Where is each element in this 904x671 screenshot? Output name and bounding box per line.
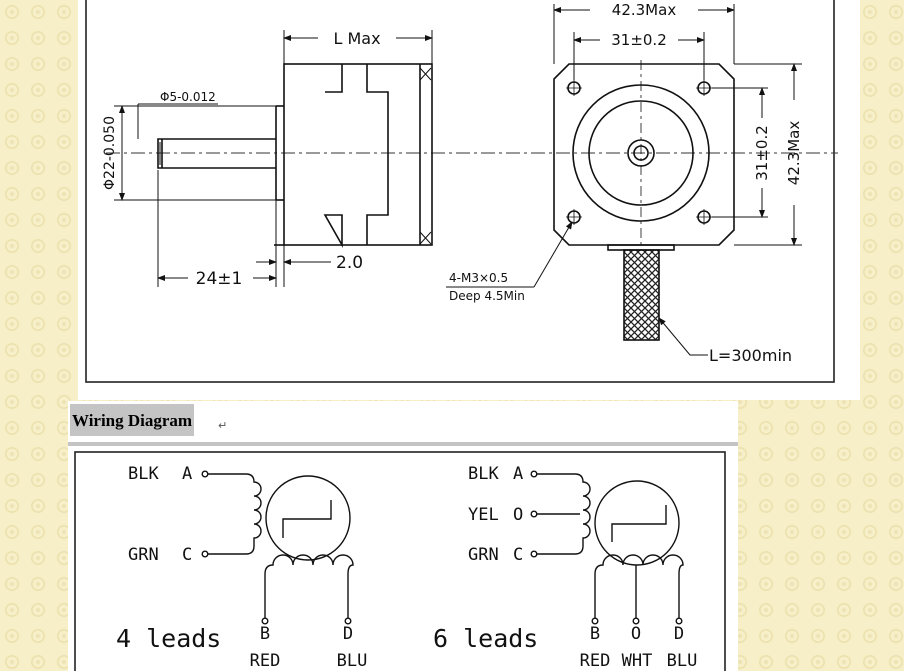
wiring-heading: Wiring Diagram: [70, 404, 195, 436]
motor-side-view: [157, 63, 433, 249]
paragraph-mark: ↵: [218, 419, 228, 432]
cable-leader: [658, 317, 708, 356]
six-coil-c-terminal: C: [513, 545, 523, 565]
mount-holes-label: 4-M3×0.5: [449, 271, 508, 285]
four-coil-b-color: RED: [250, 651, 281, 671]
front-top-dimensions: [553, 4, 735, 80]
four-coil-b-terminal: B: [260, 624, 270, 644]
shaft-dia-label: Φ5-0.012: [160, 90, 216, 104]
pilot-dia-dimension: [114, 105, 276, 201]
six-coil-d-terminal: D: [674, 624, 684, 644]
front-side-dimensions: [712, 63, 802, 246]
six-coil-b-color: RED: [580, 651, 611, 671]
mechanical-drawing-panel: L Max Φ5-0.012 Φ22-0.050 24±1 2.0: [78, 0, 860, 400]
four-coil-a-terminal: A: [182, 464, 192, 484]
six-coil-d-color: BLU: [667, 651, 698, 671]
four-lead-schematic: [201, 470, 354, 625]
length-dimension: [283, 30, 433, 64]
length-max-label: L Max: [333, 29, 380, 48]
four-coil-d-terminal: D: [343, 624, 353, 644]
four-coil-a-color: BLK: [128, 464, 159, 484]
drawing-border: [85, 0, 835, 383]
width-overall-side-label: 42.3Max: [785, 121, 803, 186]
four-coil-d-color: BLU: [337, 651, 368, 671]
hole-spacing-side-label: 31±0.2: [753, 125, 771, 181]
shaft-length-dimension: [157, 170, 331, 287]
six-lead-schematic: [530, 470, 684, 625]
mount-depth-label: Deep 4.5Min: [449, 289, 525, 303]
heading-rule: [68, 442, 738, 446]
six-coil-o-terminal: O: [513, 505, 523, 525]
flange-thickness-label: 2.0: [336, 253, 363, 273]
motor-dimension-drawing: L Max Φ5-0.012 Φ22-0.050 24±1 2.0: [85, 0, 838, 383]
hole-spacing-label: 31±0.2: [611, 31, 667, 49]
four-lead-title: 4 leads: [116, 624, 221, 653]
four-coil-c-color: GRN: [128, 545, 159, 565]
wiring-schematic: BLK A GRN C 4 leads B D RED BLU BLK A YE…: [74, 451, 726, 671]
six-coil-a-color: BLK: [468, 464, 499, 484]
wiring-diagram-panel: Wiring Diagram ↵ BLK A GRN C 4 leads B D…: [68, 401, 738, 671]
six-coil-b-terminal: B: [590, 624, 600, 644]
six-coil-o2-color: WHT: [622, 651, 653, 671]
pilot-dia-label: Φ22-0.050: [102, 116, 118, 190]
width-overall-label: 42.3Max: [612, 1, 677, 19]
shaft-length-label: 24±1: [196, 269, 243, 289]
six-coil-a-terminal: A: [513, 464, 523, 484]
six-coil-o-color: YEL: [468, 505, 499, 525]
shaft-dia-leader: [137, 103, 218, 139]
six-coil-c-color: GRN: [468, 545, 499, 565]
six-lead-title: 6 leads: [433, 624, 538, 653]
four-coil-c-terminal: C: [182, 545, 192, 565]
mount-hole-leader: [446, 221, 573, 288]
wiring-border: [74, 451, 726, 671]
six-coil-o2-terminal: O: [631, 624, 641, 644]
motor-front-view: [553, 60, 735, 341]
cable-length-label: L=300min: [709, 346, 792, 365]
